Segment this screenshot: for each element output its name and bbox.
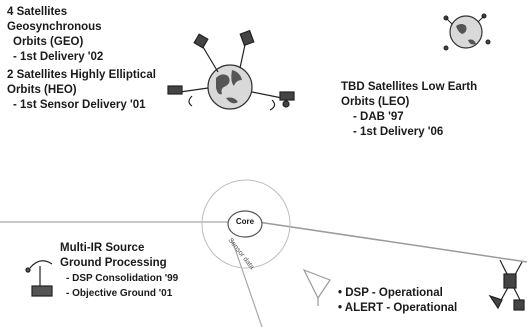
core-label: Core <box>235 217 255 226</box>
geo-satellite-globe-icon <box>167 29 295 111</box>
ground-antenna-icon <box>25 260 53 297</box>
dsp-status: • DSP - Operational <box>338 287 443 299</box>
leo-title: TBD Satellites Low Earth <box>341 81 478 93</box>
alert-status: • ALERT - Operational <box>338 302 458 314</box>
ground-title: Multi-IR Source <box>60 242 145 254</box>
ground-processing-description: Multi-IR Source Ground Processing - DSP … <box>60 241 178 301</box>
dsp-relay-icon <box>302 268 331 306</box>
heo-orbit-abbrev: Orbits (HEO) <box>7 84 77 96</box>
heo-delivery: - 1st Sensor Delivery '01 <box>13 99 146 111</box>
leo-globe-icon <box>443 13 491 51</box>
leo-link-line <box>257 221 527 263</box>
orbit-ring <box>201 179 291 269</box>
heo-title: 2 Satellites Highly Elliptical <box>7 69 156 81</box>
heo-description: 2 Satellites Highly Elliptical Orbits (H… <box>7 68 156 113</box>
operational-status-list: • DSP - Operational • ALERT - Operationa… <box>338 286 457 316</box>
core-node <box>227 210 263 238</box>
ground-dsp-consolidation: - DSP Consolidation '99 <box>66 273 179 284</box>
leo-delivery: - 1st Delivery '06 <box>353 126 444 138</box>
leo-orbit-abbrev: Orbits (LEO) <box>341 96 410 108</box>
leo-dab: - DAB '97 <box>353 111 404 123</box>
geo-delivery: - 1st Delivery '02 <box>13 51 104 63</box>
ground-link-line <box>231 239 263 327</box>
geo-description: 4 Satellites Geosynchronous Orbits (GEO)… <box>7 5 103 65</box>
ground-objective: - Objective Ground '01 <box>66 288 173 299</box>
leo-description: TBD Satellites Low Earth Orbits (LEO) - … <box>341 80 477 140</box>
ground-subtitle: Ground Processing <box>60 257 167 269</box>
geo-orbit-abbrev: Orbits (GEO) <box>13 36 84 48</box>
dsp-satellite-icon <box>488 259 525 311</box>
geo-orbit-type: Geosynchronous <box>7 21 102 33</box>
geo-title: 4 Satellites <box>7 6 68 18</box>
